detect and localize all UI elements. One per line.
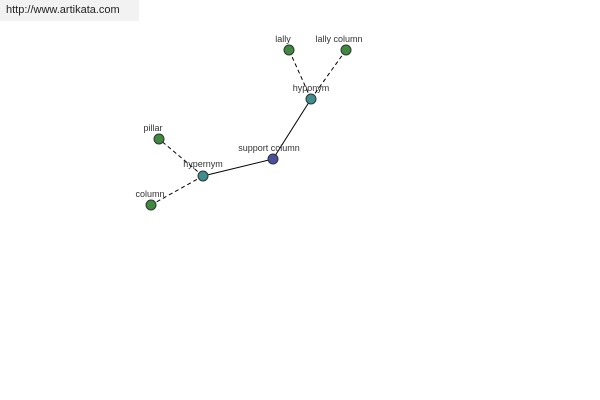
edge-support-column-hypernym xyxy=(202,158,274,177)
node-label-column[interactable]: column xyxy=(135,189,164,199)
edge-support-column-hyponym xyxy=(272,98,312,160)
node-column[interactable] xyxy=(145,199,157,211)
node-label-support-column[interactable]: support column xyxy=(238,143,300,153)
node-label-lally-column[interactable]: lally column xyxy=(315,34,362,44)
labels-layer: support column hyponym hypernym lally lally … xyxy=(135,34,362,199)
node-lally-column[interactable] xyxy=(340,44,352,56)
node-hyponym[interactable] xyxy=(305,93,317,105)
edge-hypernym-pillar xyxy=(158,138,204,177)
node-label-pillar[interactable]: pillar xyxy=(143,123,162,133)
node-hypernym[interactable] xyxy=(197,170,209,182)
watermark-url[interactable]: http://www.artikata.com xyxy=(0,0,139,21)
edge-hypernym-column xyxy=(150,175,204,206)
node-pillar[interactable] xyxy=(153,133,165,145)
node-label-hyponym[interactable]: hyponym xyxy=(293,83,330,93)
nodes-layer xyxy=(145,44,352,211)
edge-hyponym-lally xyxy=(288,49,312,100)
node-label-lally[interactable]: lally xyxy=(275,34,291,44)
edge-hyponym-lally-column xyxy=(310,49,347,100)
node-support-column[interactable] xyxy=(267,153,279,165)
edges-layer xyxy=(150,49,347,206)
node-label-hypernym[interactable]: hypernym xyxy=(183,159,223,169)
node-lally[interactable] xyxy=(283,44,295,56)
